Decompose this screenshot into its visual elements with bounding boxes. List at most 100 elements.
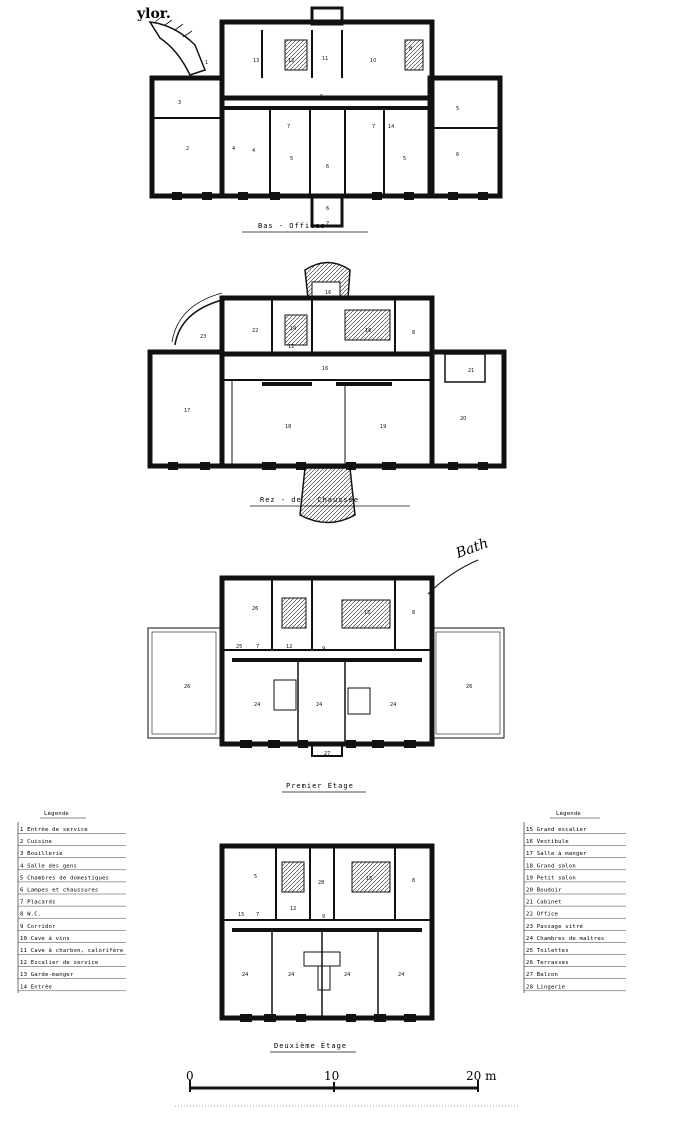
legend-item: 14 Entrée — [20, 983, 53, 990]
legend-item: 22 Office — [526, 912, 559, 918]
legend-item: 24 Chambres de maîtres — [526, 935, 605, 942]
room-number: 6 — [326, 206, 329, 212]
room-number: 12 — [288, 58, 294, 64]
floor-plan-premier-etage: Premier Étage 26 12 15 8 25 7 9 26 24 24… — [147, 575, 505, 793]
room-number: 7 — [372, 124, 375, 130]
legend-item: 5 Chambres de domestiques — [20, 875, 109, 881]
scale-label-10: 10 — [324, 1069, 339, 1083]
room-number: 11 — [322, 56, 328, 62]
room-number: 12 — [288, 344, 294, 350]
legend-item: 20 Boudoir — [526, 888, 562, 894]
wall-north-tower — [310, 6, 344, 26]
room-number: 9 — [322, 914, 325, 920]
legend-item: 21 Cabinet — [526, 900, 562, 906]
scale-label-20: 20 m — [466, 1069, 497, 1083]
room-number: 17 — [184, 408, 190, 414]
room-number: 4 — [232, 146, 235, 152]
room-number: 5 — [456, 106, 459, 112]
room-number: 16 — [365, 328, 371, 334]
legend-item: 12 Escalier de service — [20, 960, 99, 966]
room-number: 8 — [412, 610, 415, 616]
legend-item: 8 W.C. — [20, 912, 41, 918]
room-number: 24 — [288, 972, 294, 978]
legend-item: 10 Cave à vins — [20, 935, 70, 942]
room-number: 28 — [318, 880, 324, 886]
room-number: 14 — [388, 124, 394, 130]
legend-item: 23 Passage vitré — [526, 923, 584, 930]
room-number: 26 — [184, 684, 190, 690]
room-number: 7 — [256, 644, 259, 650]
corner-fragment-text: ylor. — [136, 6, 171, 22]
room-number: 6 — [326, 164, 329, 170]
room-number: 16 — [325, 290, 331, 296]
room-number: 12 — [290, 906, 296, 912]
floor-plan-deuxieme-etage: Deuxième Étage 5 12 28 15 8 15 7 9 24 24… — [219, 843, 435, 1053]
room-number: 24 — [254, 702, 260, 708]
room-number: 8 — [412, 878, 415, 884]
handwritten-annotation: Bath — [427, 535, 491, 595]
room-number: 24 — [390, 702, 396, 708]
floor-title-premier-etage: Premier Étage — [286, 781, 354, 790]
floor-plan-rez-de-chaussee: Rez - de - Chaussée 16 22 23 16 7 12 14 … — [147, 261, 507, 524]
room-number: 26 — [252, 606, 258, 612]
legend-item: 26 Terrasses — [526, 960, 569, 966]
room-number: 7 — [287, 124, 290, 130]
legend-item: 18 Grand salon — [526, 863, 576, 869]
room-number: 3 — [178, 100, 181, 106]
room-number: 24 — [316, 702, 322, 708]
room-number: 24 — [242, 972, 248, 978]
room-number: 7 — [256, 912, 259, 918]
room-number: 15 — [364, 610, 370, 616]
room-number: 19 — [380, 424, 386, 430]
room-number: 14 — [290, 326, 296, 332]
room-number: 27 — [324, 751, 330, 757]
room-number: 26 — [466, 684, 472, 690]
room-number: 12 — [286, 644, 292, 650]
legend-item: 27 Balcon — [526, 972, 558, 978]
room-number: 21 — [468, 368, 474, 374]
legend-item: 25 Toilettes — [526, 948, 569, 954]
floor-title-bas-offices: Bas - Offices — [258, 222, 326, 230]
room-number: 25 — [236, 644, 242, 650]
room-number: 9 — [322, 646, 325, 652]
legend-item: 11 Cave à charbon, calorifère — [20, 947, 124, 954]
legend-item: 4 Salle des gens — [20, 863, 77, 869]
legend-item: 9 Corridor — [20, 924, 56, 930]
room-number: 4 — [252, 148, 255, 154]
room-number: 6 — [456, 152, 459, 158]
legend-item: 7 Placards — [20, 900, 56, 906]
room-number: 18 — [285, 424, 291, 430]
wall-west-wing — [149, 75, 225, 199]
room-number: 13 — [253, 58, 259, 64]
room-number: 7 — [326, 221, 329, 227]
floor-title-deuxieme-etage: Deuxième Étage — [274, 1041, 347, 1050]
floor-plan-bas-offices: Bas - Offices 1 2 3 4 5 5 5 6 6 6 7 7 7 … — [148, 6, 503, 233]
legend-item: 19 Petit salon — [526, 875, 576, 881]
wall-east-wing — [427, 75, 503, 199]
room-number: 5 — [290, 156, 293, 162]
room-number: 20 — [460, 416, 466, 422]
room-number: 15 — [238, 912, 244, 918]
room-number: 5 — [403, 156, 406, 162]
room-number: 5 — [254, 874, 257, 880]
scale-bar: 0 10 20 m — [175, 1069, 520, 1107]
legend-left-heading: Légende — [44, 810, 69, 817]
room-number: 7 — [245, 352, 248, 358]
room-number: 24 — [398, 972, 404, 978]
legend-item: 17 Salle à manger — [526, 850, 587, 857]
legend-item: 28 Lingerie — [526, 984, 566, 990]
legend-item: 6 Lampes et chaussures — [20, 888, 99, 894]
room-number: 22 — [252, 328, 258, 334]
legend-item: 16 Vestibule — [526, 839, 569, 845]
room-number: 15 — [366, 876, 372, 882]
room-number: 8 — [412, 330, 415, 336]
annotation-text: Bath — [453, 535, 491, 562]
scale-label-0: 0 — [186, 1069, 194, 1083]
room-number: 10 — [370, 58, 376, 64]
room-number: 23 — [200, 334, 206, 340]
floor-title-rez-de-chaussee: Rez - de - Chaussée — [260, 496, 359, 504]
room-number: 16 — [322, 366, 328, 372]
legend-item: 1 Entrée de service — [20, 826, 88, 833]
